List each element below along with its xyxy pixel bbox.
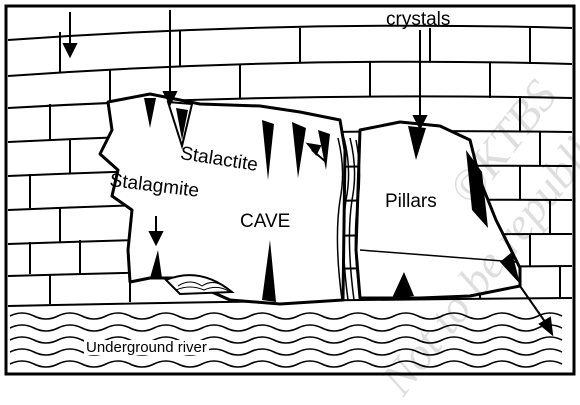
diagram-drawing — [0, 0, 580, 380]
label-pillars: Pillars — [385, 192, 437, 211]
label-cave: CAVE — [240, 212, 290, 231]
pillars-cavity — [356, 122, 520, 298]
cave-diagram: ©KTBS Not to be republished crystals Sta… — [0, 0, 580, 380]
label-crystals: crystals — [386, 10, 450, 29]
cave-cavity — [100, 94, 345, 304]
label-underground-river: Underground river — [84, 340, 209, 355]
